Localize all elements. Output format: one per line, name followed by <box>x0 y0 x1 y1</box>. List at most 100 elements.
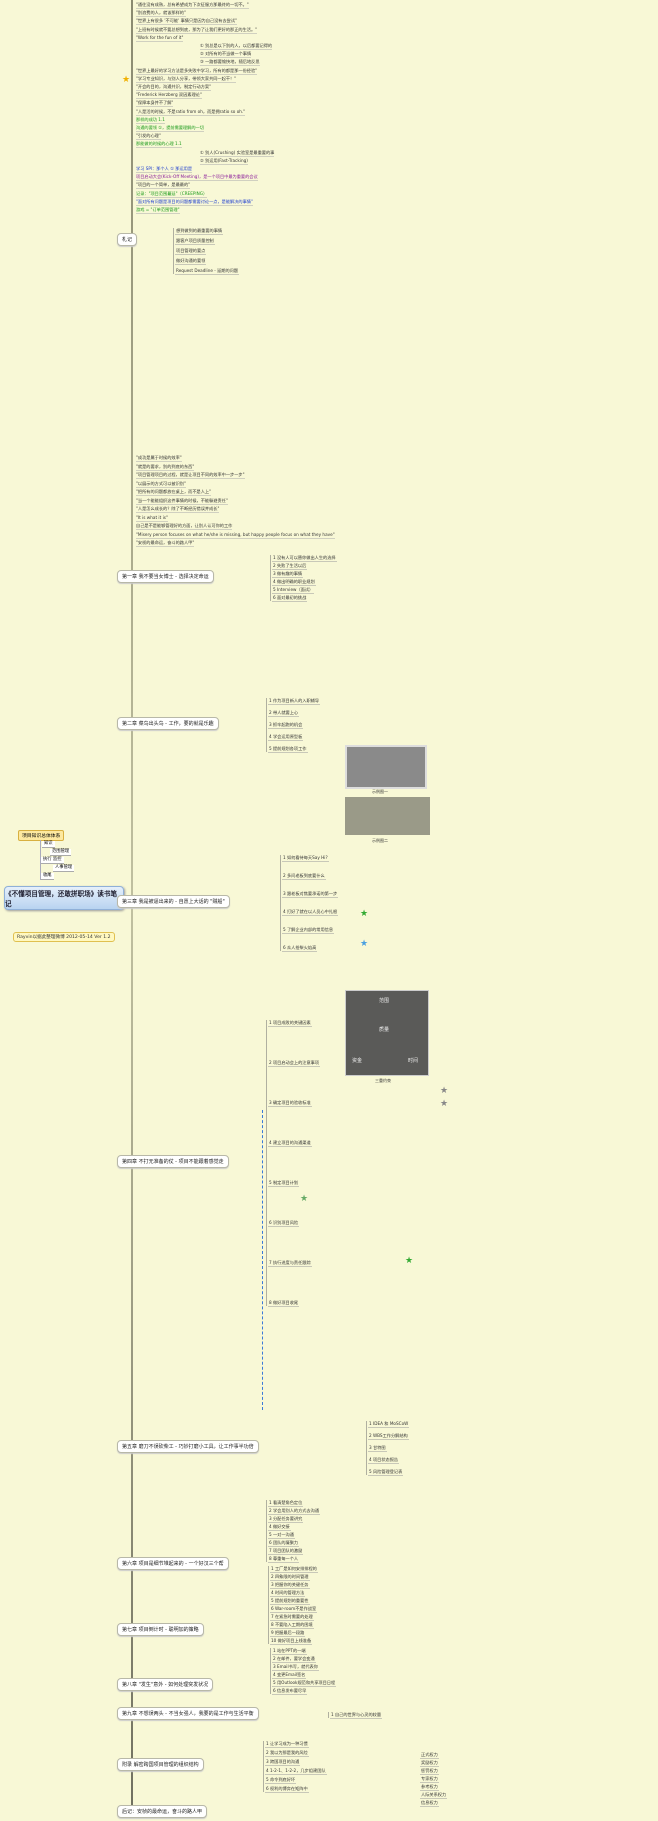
note-line[interactable]: "Work for the fun of it" <box>136 34 184 42</box>
topic-item[interactable]: 5 提前规划各项工作 <box>268 746 308 753</box>
note-line[interactable]: 那样的成功 1.1 <box>136 116 165 124</box>
note-line[interactable]: "面对所有问题是项目的问题都需要讨论一点，是能解决的事情" <box>136 198 253 206</box>
topic-item[interactable]: 6 众人拾柴火焰高 <box>282 945 318 952</box>
topic-item[interactable]: 3 分配任务要讲究 <box>268 1516 304 1523</box>
note-line[interactable]: "人是活的时候，不是ratio from oh，而是拥ratio so oh." <box>136 108 246 116</box>
topic-item[interactable]: 1 作为项目新人的入职辅导 <box>268 698 321 705</box>
knowledge-item[interactable]: 收尾 <box>41 873 54 880</box>
topic-item[interactable]: 5 了解企业内部的常用信息 <box>282 927 335 934</box>
note-line[interactable]: "通往没有成熟，总有希望成为下次征服方那最终的一切不。" <box>136 2 249 9</box>
topic-item[interactable]: 9 把握最后一段路 <box>270 1630 306 1637</box>
note-line[interactable]: "Frederick Herzberg 双因素理论" <box>136 92 202 100</box>
knowledge-item[interactable]: 人事管理 <box>53 865 75 872</box>
topic-item[interactable]: 2 我以为那是我的风险 <box>265 1749 309 1757</box>
note-line[interactable]: "引发的心理" <box>136 133 161 141</box>
topic-item[interactable]: 4 建立项目的沟通渠道 <box>268 1140 312 1147</box>
note-line[interactable]: 那能做的时候的心理 1.1 <box>136 141 182 149</box>
chapter-node[interactable]: 第八章 "发生"意外 - 如何处理突发状况 <box>117 1678 214 1691</box>
chapter-node[interactable]: 第六章 项目是细节堆起来的 - 一个好汉三个帮 <box>117 1557 229 1570</box>
topic-item[interactable]: 2 学会用别人的方式去沟通 <box>268 1508 321 1515</box>
topic-item[interactable]: 5 一对一沟通 <box>268 1532 295 1539</box>
topic-item[interactable]: 4 做出明确的职业规划 <box>272 579 316 586</box>
topic-item[interactable]: 5 提前规划的重要性 <box>270 1598 310 1605</box>
topic-item[interactable]: 6 War-room不是作战室 <box>270 1606 318 1613</box>
topic-item[interactable]: 7 在紧急时需要的处理 <box>270 1614 314 1621</box>
topic-item[interactable]: 4 学会运用原型板 <box>268 734 304 741</box>
topic-item[interactable]: 7 项目团队的激励 <box>268 1548 304 1555</box>
note-line[interactable]: "以展示的方式可以被识别" <box>136 480 186 488</box>
topic-item[interactable]: 3 跨国项目的沟通 <box>265 1758 301 1766</box>
note-line[interactable]: "就是的要求，别的到底的东西" <box>136 463 195 471</box>
chapter-node[interactable]: 第七章 项目倒计时 - 聪明加的策略 <box>117 1623 204 1636</box>
topic-item[interactable]: 4 打好了就在以人员心中扎根 <box>282 909 339 916</box>
chapter-node[interactable]: 第九章 不想误两头 - 不当女强人，我要的是工作与生活平衡 <box>117 1707 259 1720</box>
topic-item[interactable]: 2 WBS工作分解结构 <box>368 1433 409 1440</box>
topic-item[interactable]: 1 看清楚角色定位 <box>268 1500 304 1507</box>
topic-item[interactable]: 4 做好交接 <box>268 1524 291 1531</box>
power-item[interactable]: 正式权力 <box>420 1752 439 1759</box>
topic-item[interactable]: 6 信息发布要尽早 <box>272 1688 308 1695</box>
topic-item[interactable]: 5 用Outlook规范和共享项目日程 <box>272 1680 337 1687</box>
topic-item[interactable]: 1 如何看待每天Say Hi? <box>282 855 329 862</box>
note-line[interactable]: "世界上有很多 '不可能' 事情只是因为自己没有去尝试" <box>136 18 237 26</box>
power-item[interactable]: 专家权力 <box>420 1776 439 1783</box>
note-line[interactable]: ① 别总是以下别的人，以后都要记得的 <box>200 43 273 50</box>
note-line[interactable]: "Misery person focuses on what he/she is… <box>136 531 335 539</box>
topic-item[interactable]: 8 尊重每一个人 <box>268 1556 300 1563</box>
topic-item[interactable]: 2 多问老板到底要什么 <box>282 873 326 880</box>
topic-item[interactable]: Request Deadline - 延期的问题 <box>175 268 240 275</box>
knowledge-item[interactable]: 知识 <box>42 841 55 848</box>
topic-item[interactable]: 4 变更Email签名 <box>272 1672 307 1679</box>
topic-item[interactable]: 4 1-2-1、1-2-2，几步组建团队 <box>265 1767 327 1775</box>
topic-item[interactable]: 3 把握你的关键任务 <box>270 1582 310 1589</box>
topic-item[interactable]: 做好沟通的要领 <box>175 258 207 265</box>
note-line[interactable]: "成功是属于时候的效率" <box>136 455 182 462</box>
topic-item[interactable]: 1 项目成败的关键因素 <box>268 1020 312 1027</box>
note-line[interactable]: "人是怎么成长的？除了不断经历错误并成长" <box>136 506 220 513</box>
topic-item[interactable]: 2 在邮件，要学会变通 <box>272 1656 316 1663</box>
topic-item[interactable]: 3 做有趣的事情 <box>272 571 304 578</box>
topic-item[interactable]: 2 四象限的时间管理 <box>270 1574 310 1581</box>
topic-item[interactable]: 4 项目状态报告 <box>368 1457 400 1464</box>
note-line[interactable]: 记录："项目范围蔓延"（CREEPING） <box>136 190 208 198</box>
topic-item[interactable]: 6 权利的博弈在矩阵中 <box>265 1785 309 1793</box>
root-node[interactable]: 《不懂项目管理，还敢拼职场》读书笔记 <box>4 886 124 910</box>
author-version-node[interactable]: Rayvin以据此整理微博 2012-05-14 Ver 1.2 <box>13 932 115 942</box>
topic-item[interactable]: 8 做好项目收尾 <box>268 1300 300 1307</box>
topic-item[interactable]: 1 没有人可以替你做出人生的选择 <box>272 555 337 562</box>
topic-item[interactable]: 3 Email书写，就代表你 <box>272 1664 319 1671</box>
note-line[interactable]: 自己是不是能够管理好的方面，让别人认可你的工作 <box>136 523 233 530</box>
note-line[interactable]: "别浪费的人，就该那样的" <box>136 10 186 18</box>
note-line[interactable]: "项目管理项目的过程，就是让项目不同的效率中一步一步" <box>136 472 245 479</box>
topic-item[interactable]: 7 执行进度与责任跟踪 <box>268 1260 312 1267</box>
note-line[interactable]: ② 别运用(Fast-Tracking) <box>200 157 248 165</box>
knowledge-item[interactable]: 执行 监控 <box>41 857 64 864</box>
chapter-node[interactable]: 后记：安桢的最命运，奋斗的路人甲 <box>117 1805 208 1818</box>
knowledge-item[interactable]: 范围管理 <box>50 849 72 856</box>
knowledge-system-node[interactable]: 项目知识总体体系 <box>18 830 65 841</box>
topic-item[interactable]: 2 失败了生活以后 <box>272 563 308 570</box>
chapter-node[interactable]: 附录 解密跨国项目管理的组织结构 <box>117 1758 204 1771</box>
topic-item[interactable]: 6 面对最初的挑战 <box>272 595 308 602</box>
power-item[interactable]: 奖励权力 <box>420 1760 439 1767</box>
topic-item[interactable]: 项目管理的要点 <box>175 248 207 255</box>
topic-item[interactable]: 3 抓牢起跑的机会 <box>268 722 304 729</box>
note-line[interactable]: "It is what it is" <box>136 514 168 522</box>
topic-item[interactable]: 8 不要陷入工期的困境 <box>270 1622 314 1629</box>
chapter-node[interactable]: 第三章 我是被逼出来的 - 自愿上大话的 "贼船" <box>117 895 230 908</box>
note-line[interactable]: 项目启动大会(Kick-Off Meeting)，是一个项目中最为重要的会议 <box>136 174 258 182</box>
topic-item[interactable]: 4 时间的管理方法 <box>270 1590 306 1597</box>
power-item[interactable]: 参考权力 <box>420 1784 439 1791</box>
topic-item[interactable]: 1 让学习成为一种习惯 <box>265 1740 309 1748</box>
topic-item[interactable]: 5 命令到底好坏 <box>265 1776 297 1784</box>
note-line[interactable]: ② 对所有的不当做一个事情 <box>200 51 252 59</box>
note-line[interactable]: ① 别人(Crushing) 实验室是最重要的事 <box>200 149 275 157</box>
topic-item[interactable]: 2 项目启动会上的注意事项 <box>268 1060 321 1067</box>
note-line[interactable]: "学习专业知识，与别人分享，带领大家共同一起干！" <box>136 75 237 83</box>
topic-item[interactable]: 6 团队的凝聚力 <box>268 1540 300 1547</box>
note-line[interactable]: 游戏 = "订单范围管理" <box>136 207 180 214</box>
topic-item[interactable]: 3 跟老板对焦要承诺的第一步 <box>282 891 339 898</box>
topic-item[interactable]: 2 带人就要上心 <box>268 710 300 717</box>
topic-item[interactable]: 1 IDEA 和 MoSCoW <box>368 1421 410 1428</box>
topic-item[interactable]: 5 风险管理登记表 <box>368 1469 404 1476</box>
